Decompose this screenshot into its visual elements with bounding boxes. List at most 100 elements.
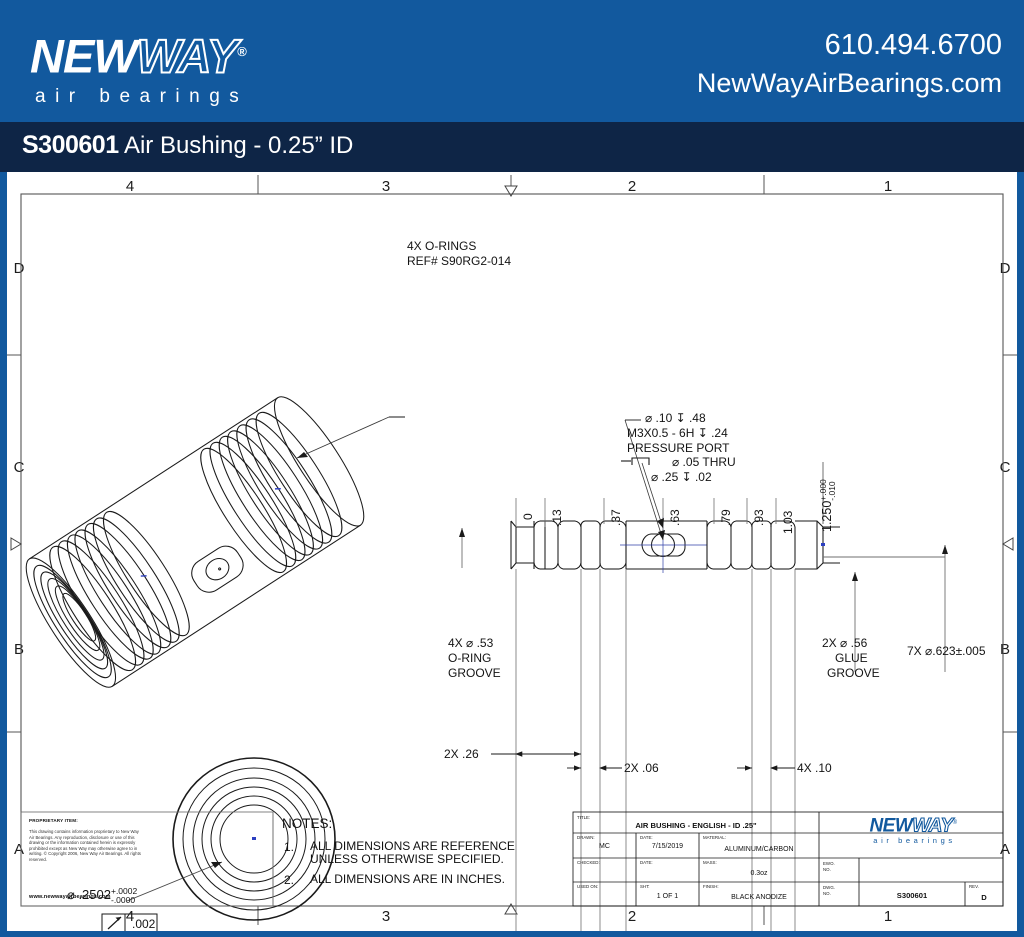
title-description: Air Bushing - 0.25” ID: [118, 132, 354, 159]
tb-sht-value: 1 OF 1: [656, 893, 679, 900]
row-left-b: B: [13, 641, 24, 658]
registered-trademark-icon: ®: [237, 44, 247, 59]
gdt-tolerance-value: .002: [132, 917, 156, 931]
right-border-strip: [1017, 172, 1024, 937]
title-part-number: S300601: [22, 131, 119, 159]
note-1-number: 1.: [284, 840, 295, 854]
row-right-d: D: [999, 260, 1011, 277]
tb-date-label: DATE:: [640, 835, 653, 840]
station-label-79: .79: [719, 509, 733, 526]
zone-top-4: 4: [125, 178, 135, 195]
tb-drawn-value: MC: [599, 843, 610, 850]
row-left-a: A: [13, 841, 24, 858]
tb-checked-label: CHECKED:: [577, 860, 600, 865]
overall-length-tolerance: +.000-.010: [818, 479, 837, 501]
station-label-13: .13: [550, 509, 564, 526]
tb-logo-tagline: air bearings: [873, 836, 956, 846]
header-banner: NEWWAY® air bearings 610.494.6700 NewWay…: [0, 0, 1024, 122]
company-logo: NEWWAY® air bearings: [30, 28, 248, 108]
row-right-b: B: [999, 641, 1010, 658]
header-contact: 610.494.6700 NewWayAirBearings.com: [697, 28, 1002, 100]
tb-date-value: 7/15/2019: [651, 843, 684, 850]
tb-logo-new: NEW: [869, 815, 913, 837]
tb-dwg-label-1: DWG.: [823, 885, 835, 890]
end-view: [126, 757, 336, 921]
logo-new-text: NEW: [30, 29, 138, 83]
station-label-93: .93: [752, 509, 766, 526]
logo-tagline: air bearings: [35, 85, 249, 107]
title-block-logo: NEWWAY® air bearings: [827, 814, 999, 846]
title-bar-text: S300601 Air Bushing - 0.25” ID: [22, 131, 353, 160]
bore-tol-minus: -.0000: [110, 894, 136, 905]
side-section-view: [510, 517, 840, 573]
tb-logo-way: WAY: [912, 815, 954, 837]
station-label-37: .37: [609, 509, 623, 526]
station-label-0: 0: [521, 513, 535, 520]
length-tol-minus: -.010: [826, 481, 837, 501]
bore-tol-plus: +.0002: [110, 886, 138, 897]
port-callout-line3: PRESSURE PORT: [627, 441, 730, 455]
oring-groove-line1: 4X ⌀ .53: [448, 636, 494, 650]
overall-length-value: 1.250: [819, 500, 834, 532]
glue-groove-line2: GLUE: [835, 651, 868, 665]
tb-rev-value: D: [981, 893, 987, 902]
tb-material-value: ALUMINUM/CARBON: [724, 846, 794, 853]
linear-dim-06: 2X .06: [624, 761, 659, 775]
tb-dwg-label-2: NO.: [823, 891, 831, 896]
zone-bottom-3: 3: [381, 908, 391, 925]
outer-diameter-dim: 7X ⌀.623±.005: [907, 644, 986, 658]
title-bar: S300601 Air Bushing - 0.25” ID: [0, 122, 1024, 172]
row-left-c: C: [13, 459, 25, 476]
oring-groove-line3: GROOVE: [448, 666, 501, 680]
row-right-c: C: [999, 459, 1011, 476]
thru-callout-line2: ⌀ .25 ↧ .02: [651, 470, 712, 484]
tb-finish-label: FINISH:: [703, 884, 719, 889]
tb-mass-label: MASS:: [703, 860, 717, 865]
zone-top-2: 2: [627, 178, 637, 195]
engineering-drawing-canvas: [7, 175, 1017, 931]
note-2-number: 2.: [284, 873, 295, 887]
row-right-a: A: [999, 841, 1010, 858]
zone-bottom-4: 4: [125, 908, 135, 925]
tb-registered-icon: ®: [952, 820, 957, 826]
tb-mass-value: 0.3oz: [750, 870, 768, 877]
port-callout-line2: M3X0.5 - 6H ↧ .24: [627, 426, 728, 440]
oring-callout-line2: REF# S90RG2-014: [407, 254, 512, 268]
title-block-frame: [20, 811, 1004, 907]
logo-wordmark: NEWWAY®: [30, 28, 248, 81]
note-1-line1: ALL DIMENSIONS ARE REFERENCE: [310, 839, 515, 853]
tb-ewo-label-2: NO.: [823, 867, 831, 872]
tb-finish-value: BLACK ANODIZE: [731, 894, 787, 901]
linear-dim-26: 2X .26: [444, 747, 479, 761]
note-1-line2: UNLESS OTHERWISE SPECIFIED.: [310, 852, 504, 866]
logo-way-text: WAY: [136, 29, 240, 83]
zone-bottom-2: 2: [627, 908, 637, 925]
bore-diameter-value: ⌀ .2502: [67, 887, 111, 902]
tb-dwg-value: S300601: [896, 891, 928, 900]
linear-dim-10: 4X .10: [797, 761, 832, 775]
bore-diameter-callout: ⌀ .2502+.0002-.0000: [67, 887, 137, 904]
isometric-view: [25, 396, 405, 688]
proprietary-heading: PROPRIETARY ITEM:: [29, 818, 78, 823]
bottom-border-strip: [0, 931, 1024, 937]
glue-groove-line1: 2X ⌀ .56: [822, 636, 868, 650]
zone-top-1: 1: [883, 178, 893, 195]
proprietary-body: This drawing contains information propri…: [29, 829, 141, 862]
station-label-63: .63: [668, 509, 682, 526]
website-link[interactable]: NewWayAirBearings.com: [696, 68, 1002, 98]
tb-ewo-label-1: EWO.: [823, 861, 835, 866]
linear-dimensions: [491, 569, 796, 931]
note-2-line1: ALL DIMENSIONS ARE IN INCHES.: [310, 872, 505, 886]
tb-usedon-label: USED ON:: [577, 884, 599, 889]
glue-groove-line3: GROOVE: [827, 666, 880, 680]
proprietary-website: www.newwayairbearings.com: [29, 894, 111, 900]
phone-number[interactable]: 610.494.6700: [824, 29, 1002, 61]
zone-top-3: 3: [381, 178, 391, 195]
dimension-leaders: [459, 419, 948, 672]
thru-callout-line1: ⌀ .05 THRU: [672, 455, 736, 469]
tb-material-label: MATERIAL:: [703, 835, 726, 840]
tb-drawn-label: DRAWN:: [577, 835, 595, 840]
bore-tolerance: +.0002-.0000: [111, 887, 137, 904]
tb-date2-label: DATE:: [640, 860, 653, 865]
